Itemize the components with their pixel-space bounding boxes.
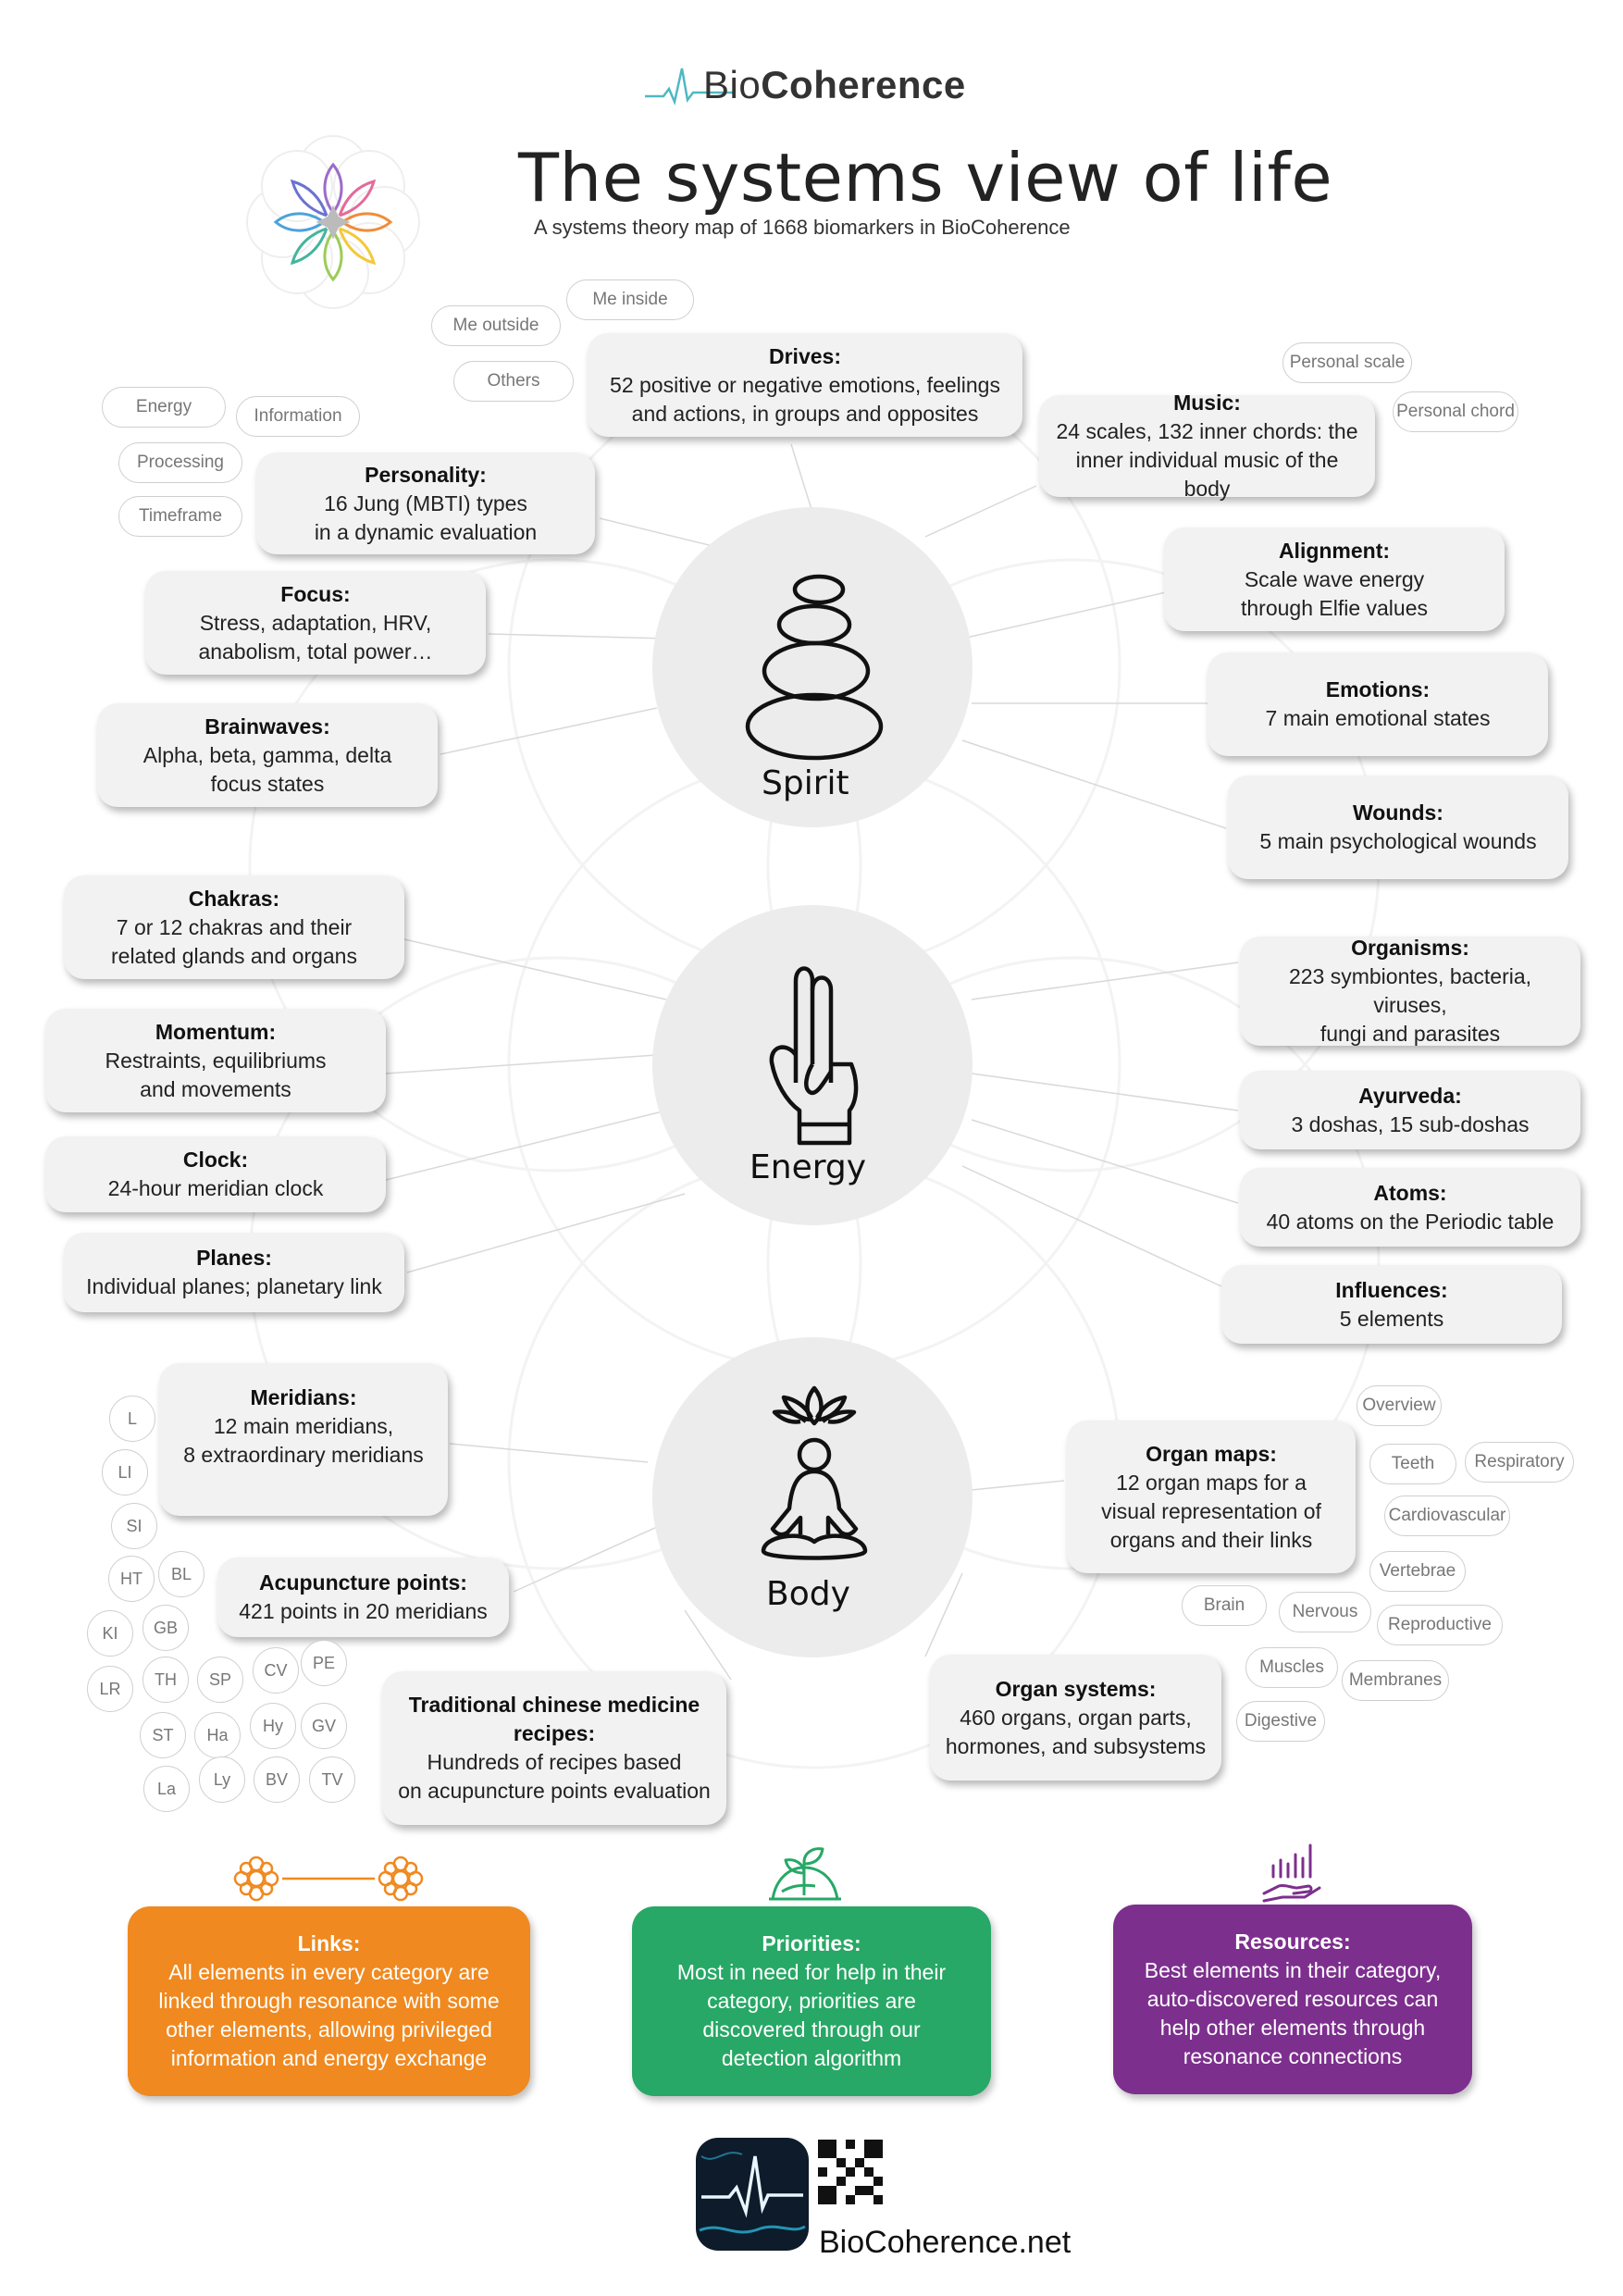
hand-chart-icon — [1262, 1843, 1321, 1903]
pill-timeframe[interactable]: Timeframe — [118, 496, 242, 537]
tcm-box[interactable]: Traditional chinese medicine recipes: Hu… — [382, 1671, 726, 1825]
pill-energy[interactable]: Energy — [102, 387, 226, 428]
atoms-box[interactable]: Atoms: 40 atoms on the Periodic table — [1240, 1168, 1580, 1247]
drives-box[interactable]: Drives: 52 positive or negative emotions… — [588, 333, 1022, 437]
spirit-label: Spirit — [762, 764, 849, 802]
meridian-code[interactable]: SP — [197, 1657, 243, 1703]
chakras-box[interactable]: Chakras: 7 or 12 chakras and their relat… — [64, 875, 404, 979]
pill-personal-chord[interactable]: Personal chord — [1393, 391, 1518, 432]
meridian-code[interactable]: Hy — [250, 1703, 296, 1749]
meridian-code[interactable]: HT — [108, 1556, 155, 1602]
organ-systems-box[interactable]: Organ systems: 460 organs, organ parts, … — [930, 1655, 1221, 1781]
pill-respiratory[interactable]: Respiratory — [1465, 1442, 1574, 1483]
qr-code-icon — [818, 2140, 883, 2204]
meridian-code[interactable]: BV — [254, 1756, 300, 1803]
wounds-box[interactable]: Wounds: 5 main psychological wounds — [1228, 776, 1568, 879]
meridian-code[interactable]: La — [143, 1766, 190, 1812]
brand-name: BioCoherence — [703, 63, 966, 106]
influences-box[interactable]: Influences: 5 elements — [1221, 1265, 1562, 1344]
pill-me-outside[interactable]: Me outside — [431, 305, 561, 346]
meridian-code[interactable]: L — [109, 1396, 155, 1442]
meridian-code[interactable]: TV — [309, 1756, 355, 1803]
hand-plant-icon — [769, 1847, 841, 1901]
pill-cardiovascular[interactable]: Cardiovascular — [1384, 1496, 1510, 1536]
meridian-code[interactable]: PE — [301, 1640, 347, 1686]
meridian-code[interactable]: KI — [87, 1610, 133, 1657]
app-icon — [696, 2138, 809, 2251]
pill-information[interactable]: Information — [236, 396, 360, 437]
planes-box[interactable]: Planes: Individual planes; planetary lin… — [64, 1233, 404, 1312]
meridians-box[interactable]: Meridians: 12 main meridians, 8 extraord… — [159, 1363, 448, 1516]
emotions-box[interactable]: Emotions: 7 main emotional states — [1208, 652, 1548, 756]
stacked-stones-icon — [745, 574, 884, 761]
linked-flowers-icon — [233, 1855, 424, 1902]
brand-logo: BioCoherence — [643, 57, 1032, 113]
ayurveda-box[interactable]: Ayurveda: 3 doshas, 15 sub-doshas — [1240, 1071, 1580, 1149]
pill-teeth[interactable]: Teeth — [1369, 1444, 1456, 1484]
meridian-code[interactable]: LR — [87, 1666, 133, 1712]
meridian-code[interactable]: GB — [142, 1605, 189, 1651]
lotus-logo-icon — [246, 135, 420, 309]
meridian-code[interactable]: Ly — [199, 1756, 245, 1803]
meridian-code[interactable]: BL — [158, 1551, 204, 1597]
pill-nervous[interactable]: Nervous — [1279, 1592, 1371, 1632]
meridian-code[interactable]: ST — [140, 1712, 186, 1758]
pill-reproductive[interactable]: Reproductive — [1377, 1605, 1503, 1645]
page-subtitle: A systems theory map of 1668 biomarkers … — [534, 216, 1071, 239]
pill-others[interactable]: Others — [453, 361, 574, 402]
personality-box[interactable]: Personality: 16 Jung (MBTI) types in a d… — [256, 453, 595, 554]
meditation-lotus-icon — [761, 1385, 868, 1560]
spirit-hub — [652, 507, 973, 827]
meridian-code[interactable]: GV — [301, 1703, 347, 1749]
pill-processing[interactable]: Processing — [118, 442, 242, 483]
pill-muscles[interactable]: Muscles — [1245, 1647, 1338, 1688]
page-title: The systems view of life — [518, 139, 1333, 217]
meridian-code[interactable]: LI — [102, 1449, 148, 1496]
links-card[interactable]: Links: All elements in every category ar… — [128, 1906, 530, 2096]
organisms-box[interactable]: Organisms: 223 symbiontes, bacteria, vir… — [1240, 936, 1580, 1046]
pill-membranes[interactable]: Membranes — [1342, 1660, 1449, 1701]
energy-label: Energy — [750, 1148, 867, 1186]
resources-card[interactable]: Resources: Best elements in their catego… — [1113, 1905, 1472, 2094]
alignment-box[interactable]: Alignment: Scale wave energy through Elf… — [1164, 527, 1505, 631]
meridian-code[interactable]: TH — [142, 1657, 189, 1703]
heartbeat-icon — [645, 68, 734, 105]
meridian-code[interactable]: SI — [111, 1503, 157, 1549]
momentum-box[interactable]: Momentum: Restraints, equilibriums and m… — [45, 1009, 386, 1112]
pill-brain[interactable]: Brain — [1182, 1585, 1267, 1626]
hand-mudra-icon — [769, 966, 859, 1146]
body-label: Body — [766, 1575, 850, 1613]
focus-box[interactable]: Focus: Stress, adaptation, HRV, anabolis… — [145, 571, 486, 675]
organ-maps-box[interactable]: Organ maps: 12 organ maps for a visual r… — [1067, 1421, 1356, 1573]
meridian-code[interactable]: Ha — [194, 1712, 241, 1758]
pill-vertebrae[interactable]: Vertebrae — [1369, 1551, 1466, 1592]
pill-personal-scale[interactable]: Personal scale — [1282, 342, 1412, 383]
priorities-card[interactable]: Priorities: Most in need for help in the… — [632, 1906, 991, 2096]
meridian-code[interactable]: CV — [253, 1647, 299, 1694]
clock-box[interactable]: Clock: 24-hour meridian clock — [45, 1136, 386, 1212]
footer-url[interactable]: BioCoherence.net — [819, 2225, 1072, 2260]
music-box[interactable]: Music: 24 scales, 132 inner chords: the … — [1039, 391, 1375, 501]
brainwaves-box[interactable]: Brainwaves: Alpha, beta, gamma, delta fo… — [97, 703, 438, 807]
pill-overview[interactable]: Overview — [1357, 1385, 1442, 1426]
acupuncture-box[interactable]: Acupuncture points: 421 points in 20 mer… — [217, 1558, 509, 1637]
pill-me-inside[interactable]: Me inside — [566, 279, 694, 320]
pill-digestive[interactable]: Digestive — [1236, 1701, 1325, 1742]
